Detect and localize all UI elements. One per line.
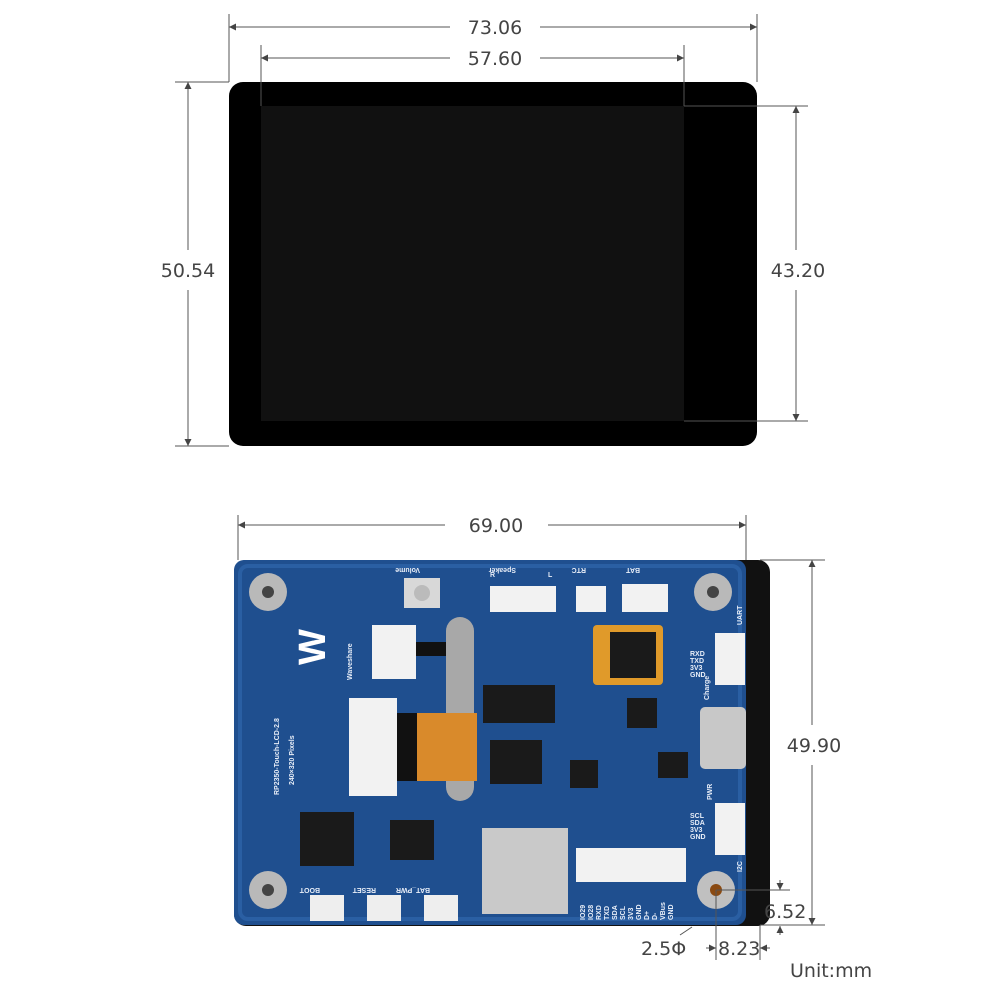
svg-text:SCL: SCL bbox=[620, 905, 627, 920]
rtc-label: RTC bbox=[572, 566, 586, 573]
audio-chip bbox=[483, 685, 555, 723]
board-width-label: 69.00 bbox=[469, 515, 523, 537]
speaker-l-label: L bbox=[548, 572, 553, 579]
svg-text:3V3: 3V3 bbox=[628, 907, 635, 920]
hole-offset-y-label: 6.52 bbox=[764, 901, 806, 923]
speaker-label: Speaker bbox=[488, 566, 516, 573]
screen-width-label: 57.60 bbox=[468, 48, 522, 70]
screen-height-label: 43.20 bbox=[771, 260, 825, 282]
bat-pwr-button bbox=[424, 895, 458, 921]
reset-label: RESET bbox=[352, 886, 376, 893]
i2c-pin-labels: SCL SDA 3V3 GND bbox=[690, 813, 706, 841]
dim-screen-width: 57.60 bbox=[260, 45, 685, 106]
display-height-label: 50.54 bbox=[161, 260, 215, 282]
board-resolution: 240×320 Pixels bbox=[289, 735, 296, 785]
uart-pin-labels: RXD TXD 3V3 GND bbox=[690, 651, 706, 679]
board-name: RP2350-Touch-LCD-2.8 bbox=[274, 718, 281, 795]
svg-text:IO29: IO29 bbox=[580, 905, 587, 920]
flash-chip bbox=[390, 820, 434, 860]
display-width-label: 73.06 bbox=[468, 17, 522, 39]
i2c-connector bbox=[715, 803, 745, 855]
svg-text:GND: GND bbox=[690, 834, 706, 841]
lcd-screen bbox=[261, 106, 684, 421]
boot-label: BOOT bbox=[299, 886, 320, 893]
svg-text:RXD: RXD bbox=[596, 905, 603, 920]
volume-label: Volume bbox=[395, 566, 420, 573]
i2c-label: I2C bbox=[737, 861, 744, 872]
sd-card-slot bbox=[482, 828, 568, 914]
charge-label: Charge bbox=[704, 676, 711, 700]
bat-connector bbox=[622, 584, 668, 612]
svg-text:SDA: SDA bbox=[690, 820, 705, 827]
svg-text:D+: D+ bbox=[644, 911, 651, 920]
svg-text:TXD: TXD bbox=[604, 906, 611, 920]
expansion-pin-labels: IO29 IO28 RXD TXD SDA SCL 3V3 GND D+ D- … bbox=[580, 902, 675, 920]
svg-text:VBus: VBus bbox=[660, 902, 667, 920]
svg-text:TXD: TXD bbox=[690, 658, 704, 665]
svg-text:RXD: RXD bbox=[690, 651, 705, 658]
uart-label: UART bbox=[737, 605, 744, 625]
svg-text:SDA: SDA bbox=[612, 905, 619, 920]
board-height-label: 49.90 bbox=[787, 735, 841, 757]
hole-diameter-label: 2.5Φ bbox=[641, 938, 686, 960]
rtc-connector bbox=[576, 586, 606, 612]
uart-connector bbox=[715, 633, 745, 685]
dim-display-height: 50.54 bbox=[161, 81, 229, 447]
dim-screen-height: 43.20 bbox=[684, 105, 825, 422]
reset-button bbox=[367, 895, 401, 921]
unit-label: Unit:mm bbox=[790, 960, 872, 982]
dim-board-width: 69.00 bbox=[237, 515, 747, 560]
lcd-fpc-connector bbox=[349, 698, 397, 796]
bat-pwr-label: BAT_PWR bbox=[396, 886, 430, 893]
svg-text:3V3: 3V3 bbox=[690, 827, 703, 834]
dim-display-width: 73.06 bbox=[228, 14, 758, 82]
chip bbox=[490, 740, 542, 784]
svg-text:GND: GND bbox=[668, 904, 675, 920]
speaker-connector bbox=[490, 586, 556, 612]
waveshare-logo: W bbox=[292, 629, 334, 665]
display-front-view bbox=[229, 82, 757, 446]
svg-text:3V3: 3V3 bbox=[690, 665, 703, 672]
pcb-back-view: W Waveshare RP2350-Touch-LCD-2.8 240×320… bbox=[234, 560, 770, 926]
speaker-r-label: R bbox=[490, 572, 495, 579]
svg-text:IO28: IO28 bbox=[588, 905, 595, 920]
svg-text:D-: D- bbox=[652, 912, 659, 920]
svg-text:SCL: SCL bbox=[690, 813, 705, 820]
boot-button bbox=[310, 895, 344, 921]
dim-board-height: 49.90 bbox=[760, 559, 841, 926]
svg-text:GND: GND bbox=[690, 672, 706, 679]
pwr-label: PWR bbox=[707, 784, 714, 800]
svg-text:GND: GND bbox=[636, 904, 643, 920]
dim-hole-offset: 6.52 8.23 2.5Φ bbox=[641, 880, 806, 960]
bat-label: BAT bbox=[625, 566, 640, 573]
rp2350-chip bbox=[300, 812, 354, 866]
hole-offset-x-label: 8.23 bbox=[718, 938, 760, 960]
brand-label: Waveshare bbox=[347, 643, 354, 680]
usb-c-port bbox=[700, 707, 746, 769]
fpc-connector bbox=[372, 625, 416, 679]
expansion-header bbox=[576, 848, 686, 882]
